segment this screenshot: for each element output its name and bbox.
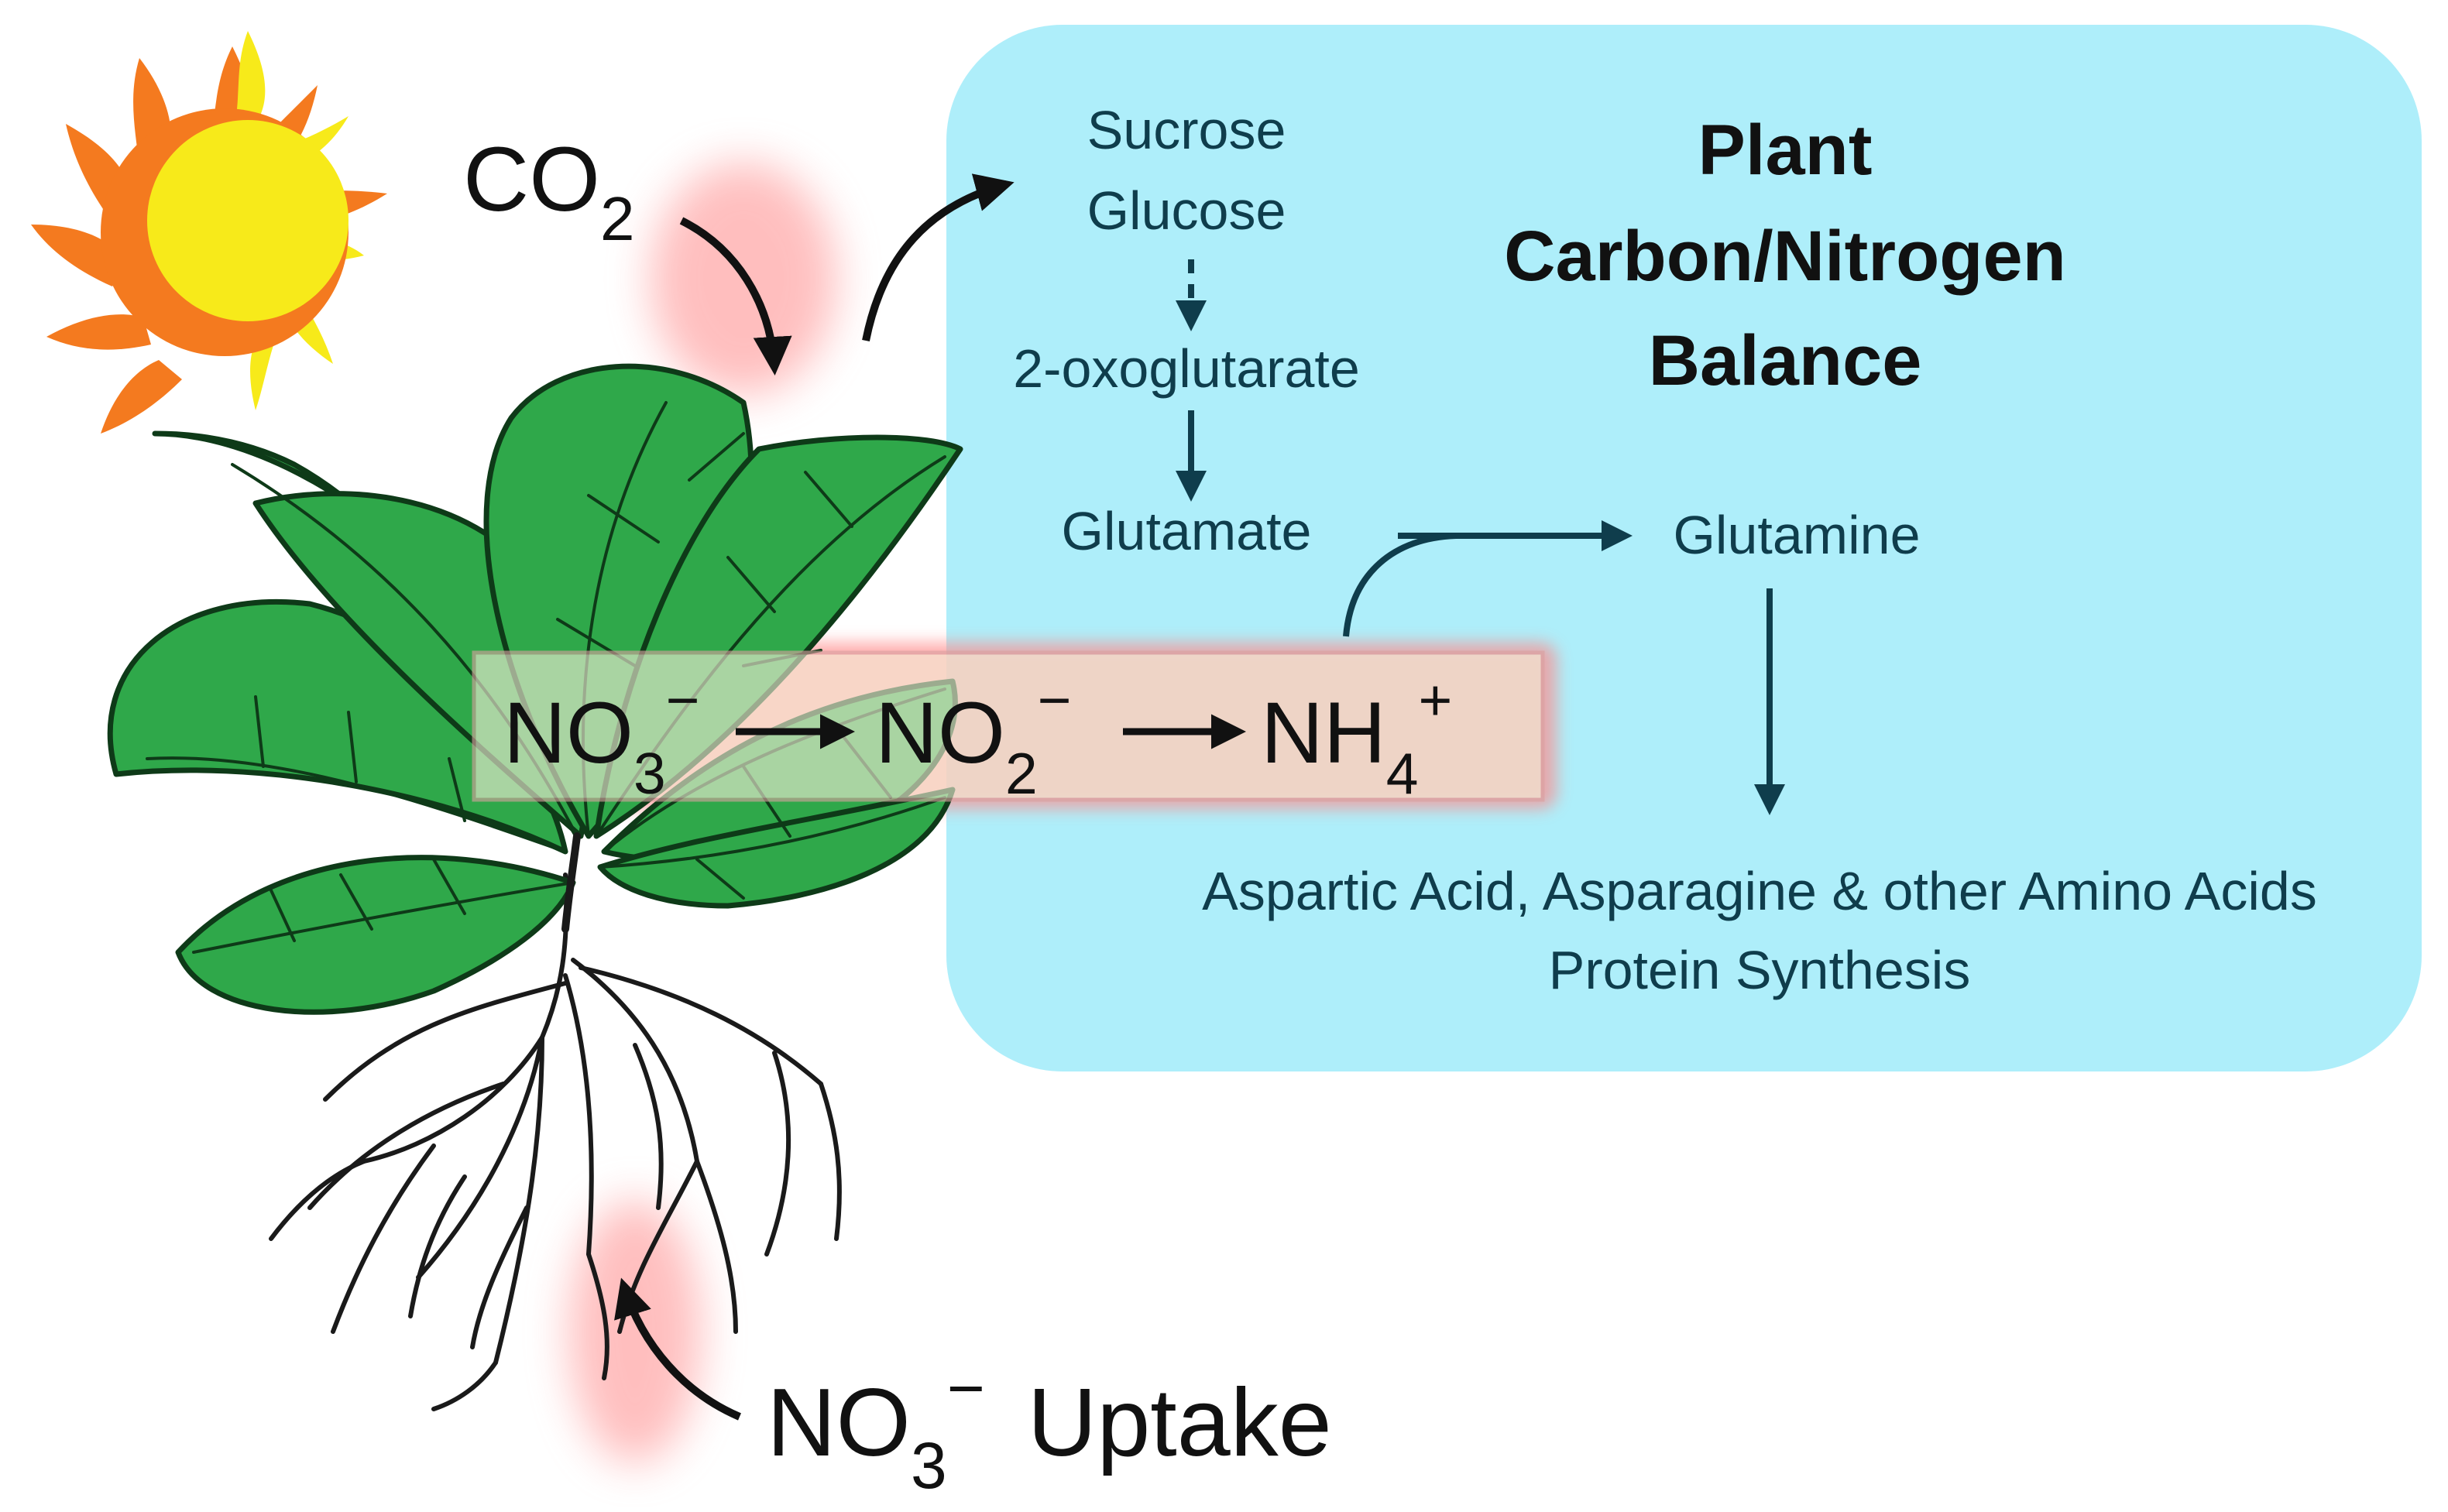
nitrate-base: NO — [503, 684, 633, 781]
uptake-label: NO3−Uptake — [767, 1352, 1332, 1502]
glutamate-label: Glutamate — [1062, 501, 1312, 561]
title-line-2: Carbon/Nitrogen — [1504, 217, 2066, 296]
glutamine-label: Glutamine — [1673, 505, 1920, 565]
uptake-base: NO — [767, 1370, 911, 1476]
uptake-subscript: 3 — [911, 1429, 947, 1502]
balance-panel — [946, 25, 2422, 1071]
ammonium-charge: + — [1418, 667, 1452, 732]
amino-acids-label: Aspartic Acid, Asparagine & other Amino … — [1202, 861, 2317, 921]
nitrate-label: NO3− — [503, 667, 700, 806]
protein-synthesis-label: Protein Synthesis — [1549, 940, 1971, 1000]
ammonium-label: NH4 + — [1261, 667, 1452, 806]
sucrose-label: Sucrose — [1087, 100, 1286, 160]
nitrate-uptake-arrow — [614, 1277, 741, 1421]
sun-icon — [31, 31, 387, 434]
nitrite-label: NO2− — [875, 667, 1072, 806]
glucose-label: Glucose — [1087, 180, 1286, 241]
nitrate-charge: − — [666, 667, 700, 732]
nitrite-base: NO — [875, 684, 1005, 781]
ammonium-to-glutamine-arrow — [1343, 533, 1457, 637]
title-line-3: Balance — [1649, 321, 1922, 400]
co2-subscript: 2 — [600, 184, 635, 253]
nitrate-reduction-box — [472, 650, 1545, 802]
ammonium-base: NH — [1261, 684, 1386, 781]
oxoglutarate-label: 2-oxoglutarate — [1013, 338, 1360, 399]
co2-intake-arrow — [679, 217, 792, 375]
panel-title: Plant Carbon/Nitrogen Balance — [1504, 111, 2066, 400]
plant-illustration — [107, 363, 963, 1411]
ammonium-subscript: 4 — [1386, 741, 1419, 806]
nitrite-charge: − — [1038, 667, 1072, 732]
co2-label: CO2 — [463, 129, 635, 253]
nitrite-subscript: 2 — [1005, 741, 1038, 806]
uptake-charge: − — [947, 1352, 985, 1425]
uptake-word: Uptake — [1028, 1370, 1332, 1476]
sugar-export-arrow — [862, 173, 1015, 341]
title-line-1: Plant — [1698, 111, 1873, 190]
co2-base: CO — [463, 129, 600, 231]
nitrate-subscript: 3 — [633, 741, 666, 806]
